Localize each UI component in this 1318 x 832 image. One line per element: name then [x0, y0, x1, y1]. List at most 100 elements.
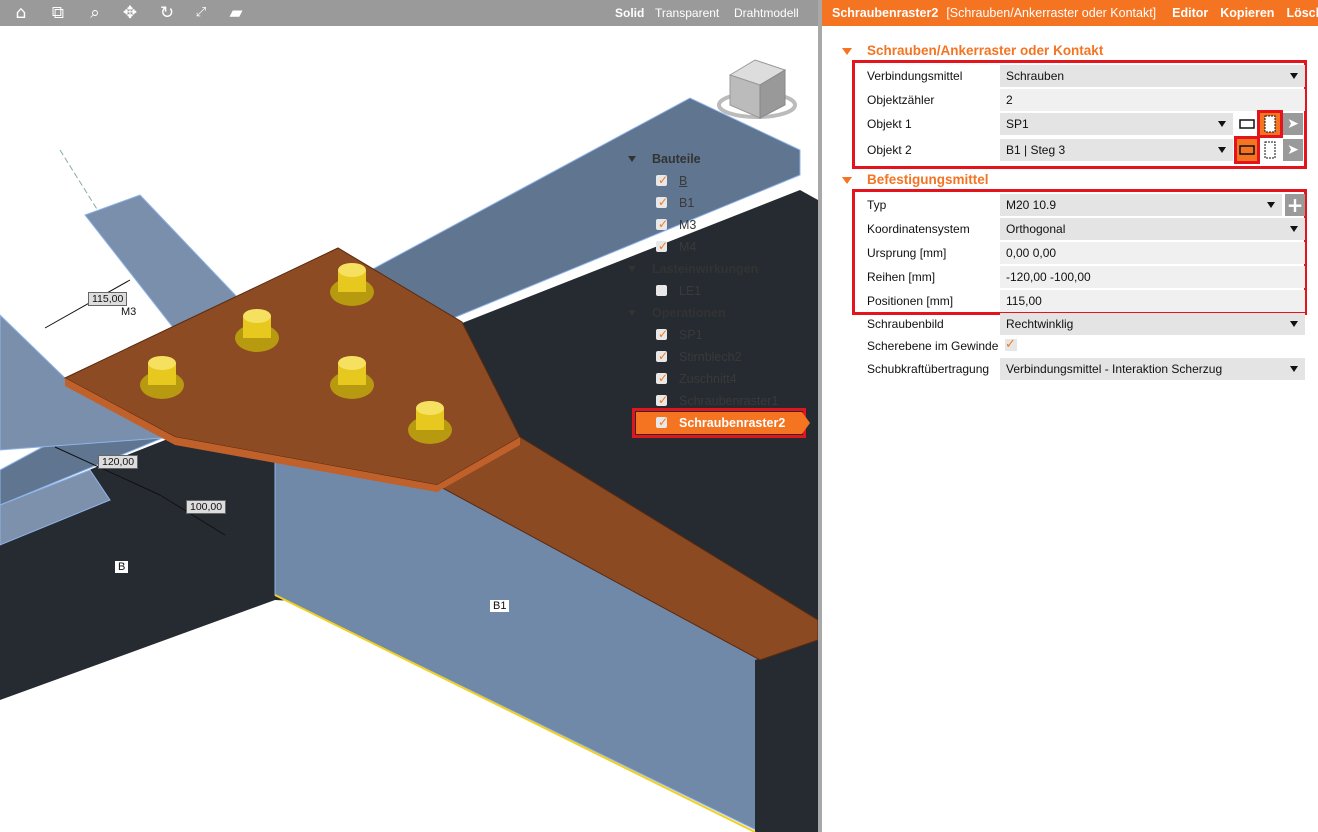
field-label: Objektzähler [867, 93, 935, 107]
tree-item-m3[interactable]: M3 [636, 213, 802, 236]
tree-item-zuschnitt4[interactable]: Zuschnitt4 [636, 367, 802, 390]
mode-transparent[interactable]: Transparent [655, 6, 720, 20]
home-icon[interactable]: ⌂ [15, 3, 27, 23]
dimension-label: 120,00 [98, 455, 139, 469]
weld-line [274, 594, 756, 832]
checkbox[interactable] [656, 411, 668, 433]
objektzaehler-input[interactable]: 2 [1000, 89, 1305, 111]
checkbox[interactable] [656, 191, 668, 213]
checkbox[interactable] [656, 345, 668, 367]
bolt [330, 263, 374, 306]
axis-line [59, 149, 111, 231]
pan-icon[interactable]: ✥ [122, 3, 138, 23]
row-objekt-1: Objekt 1 SP1 ➤ [867, 110, 1305, 138]
3d-viewport[interactable]: ⌂ ⧉ ⌕ ✥ ↻ ⤢ ▰ Solid Transparent Drahtmod… [0, 0, 818, 832]
pick-cursor-icon[interactable]: ➤ [1283, 139, 1303, 161]
bolt [235, 309, 279, 352]
tree-item-label: Schraubenraster2 [679, 416, 786, 430]
tree-item-label: SP1 [679, 328, 703, 342]
field-label: Objekt 2 [867, 143, 912, 157]
tree-item-schraubenraster1[interactable]: Schraubenraster1 [636, 389, 802, 412]
bolt [408, 401, 452, 444]
tree-item-label: Schraubenraster1 [679, 394, 779, 408]
tree-item-label: B [679, 174, 688, 188]
bolt [330, 356, 374, 399]
viewport-toolbar: ⌂ ⧉ ⌕ ✥ ↻ ⤢ ▰ Solid Transparent Drahtmod… [0, 0, 818, 26]
beam-b1-end [755, 640, 818, 832]
copy-button[interactable]: Kopieren [1220, 6, 1275, 20]
field-label: Objekt 1 [867, 117, 912, 131]
face-vertical-icon[interactable] [1257, 110, 1283, 138]
row-ursprung: Ursprung [mm] 0,00 0,00 [867, 242, 1305, 264]
tree-item-le1[interactable]: LE1 [636, 280, 802, 302]
field-label: Scherebene im Gewinde [867, 339, 999, 353]
properties-panel: Schraubenraster2 [Schrauben/Ankerraster … [822, 0, 1318, 832]
section-toggle-fasteners[interactable]: Befestigungsmittel [842, 172, 989, 187]
member-label-b1: B1 [490, 600, 510, 612]
reihen-input[interactable]: -120,00 -100,00 [1000, 266, 1305, 288]
tree-item-label: M4 [679, 240, 697, 254]
dimension-label: 115,00 [88, 292, 128, 306]
section-toggle-connection[interactable]: Schrauben/Ankerraster oder Kontakt [842, 43, 1103, 58]
face-vertical-icon[interactable] [1260, 139, 1280, 161]
field-label: Schubkraftübertragung [867, 362, 990, 376]
tree-item-m4[interactable]: M4 [636, 235, 802, 258]
model-scene[interactable] [0, 26, 818, 832]
rotate-icon[interactable]: ↻ [159, 3, 175, 23]
schubkraft-select[interactable]: Verbindungsmittel - Interaktion Scherzug [1000, 358, 1305, 380]
section-title: Befestigungsmittel [867, 172, 989, 187]
field-label: Ursprung [mm] [867, 246, 947, 260]
pick-cursor-icon[interactable]: ➤ [1283, 113, 1303, 135]
mode-solid[interactable]: Solid [615, 6, 645, 20]
scherebene-checkbox[interactable]: ✓ [1005, 336, 1017, 351]
tree-item-sp1[interactable]: SP1 [636, 323, 802, 346]
tree-item-b1[interactable]: B1 [636, 191, 802, 214]
tree-item-b[interactable]: B [636, 169, 802, 192]
panel-title: Schraubenraster2 [832, 6, 939, 20]
member-label-m3: M3 [118, 306, 140, 318]
panel-splitter[interactable] [818, 0, 822, 832]
checkbox[interactable] [656, 213, 668, 235]
face-horizontal-icon[interactable] [1234, 136, 1260, 164]
zoom-icon[interactable]: ⌕ [90, 3, 100, 23]
verbindungsmittel-select[interactable]: Schrauben [1000, 65, 1305, 87]
field-label: Verbindungsmittel [867, 69, 963, 83]
field-label: Positionen [mm] [867, 294, 954, 308]
objekt-2-select[interactable]: B1 | Steg 3 [1000, 139, 1233, 161]
fit-icon[interactable]: ⤢ [195, 5, 207, 20]
editor-button[interactable]: Editor [1172, 6, 1209, 20]
ursprung-input[interactable]: 0,00 0,00 [1000, 242, 1305, 264]
tree-group-operationen[interactable]: Operationen [628, 302, 802, 324]
tree-item-stirnblech2[interactable]: Stirnblech2 [636, 345, 802, 368]
koordinatensystem-select[interactable]: Orthogonal [1000, 218, 1305, 240]
row-positionen: Positionen [mm] 115,00 [867, 290, 1305, 312]
zoom-window-icon[interactable]: ⧉ [51, 3, 65, 23]
checkbox[interactable] [656, 323, 668, 345]
row-schraubenbild: Schraubenbild Rechtwinklig [867, 313, 1305, 335]
field-label: Schraubenbild [867, 317, 944, 331]
tree-group-lasteinwirkungen[interactable]: Lasteinwirkungen [628, 258, 802, 280]
checkbox[interactable] [656, 367, 668, 389]
tree-item-schraubenraster2[interactable]: Schraubenraster2 [632, 408, 810, 438]
checkbox[interactable] [656, 285, 667, 296]
dimension-label: 100,00 [186, 500, 227, 514]
row-scherebene: Scherebene im Gewinde ✓ [867, 335, 1305, 357]
checkbox[interactable] [656, 169, 668, 191]
delete-button[interactable]: Löschen [1286, 6, 1318, 20]
checkbox[interactable] [656, 389, 668, 411]
typ-select[interactable]: M20 10.9 [1000, 194, 1282, 216]
face-horizontal-icon[interactable] [1237, 113, 1257, 135]
positionen-input[interactable]: 115,00 [1000, 290, 1305, 312]
field-label: Koordinatensystem [867, 222, 970, 236]
schraubenbild-select[interactable]: Rechtwinklig [1000, 313, 1305, 335]
row-koordinatensystem: Koordinatensystem Orthogonal [867, 218, 1305, 240]
tree-group-bauteile[interactable]: Bauteile [628, 148, 802, 170]
checkbox[interactable] [656, 235, 668, 257]
model-tree: Bauteile B B1 M3 M4 Lasteinwirkungen LE1… [628, 148, 810, 438]
objekt-1-select[interactable]: SP1 [1000, 113, 1233, 135]
box-view-icon[interactable]: ▰ [229, 3, 243, 23]
view-cube[interactable] [717, 59, 797, 119]
add-icon[interactable]: + [1285, 193, 1305, 217]
mode-wireframe[interactable]: Drahtmodell [734, 6, 799, 20]
